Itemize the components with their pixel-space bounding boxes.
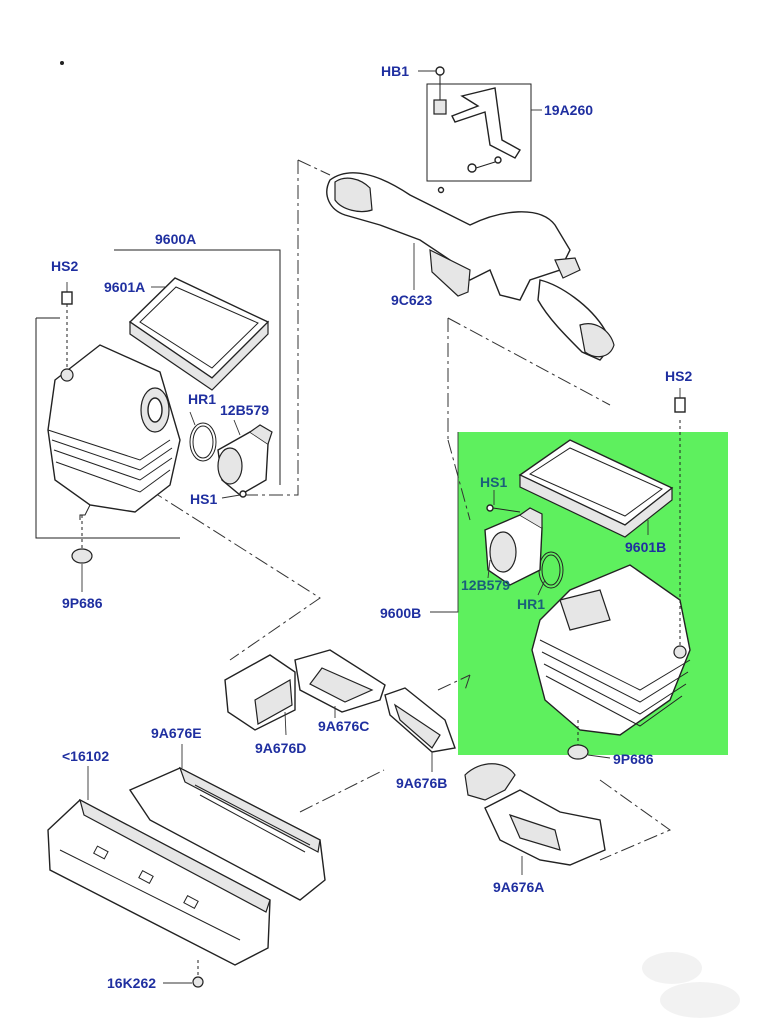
panel-16102 [47, 766, 271, 966]
duct-9a676b [384, 687, 516, 801]
air-cleaner-9600a-group [35, 249, 281, 592]
clip-16k262 [163, 960, 204, 988]
duct-9a676a [484, 789, 606, 875]
stray-dot [60, 61, 64, 65]
label-hs2-left: HS2 [51, 258, 79, 274]
label-9a676d: 9A676D [255, 740, 307, 756]
relation-line-2 [447, 317, 611, 521]
watermark-smudge [642, 952, 740, 1018]
relation-line-5 [299, 769, 672, 861]
label-9p686-left: 9P686 [62, 595, 103, 611]
deflector-9a676e [128, 744, 326, 901]
label-9a676c: 9A676C [318, 718, 370, 734]
label-12b579-right: 12B579 [461, 577, 511, 593]
label-12b579-left: 12B579 [220, 402, 270, 418]
label-9c623: 9C623 [391, 292, 433, 308]
label-16102: <16102 [62, 748, 110, 764]
relation-line-4 [437, 674, 471, 691]
label-hb1: HB1 [381, 63, 410, 79]
label-9600a: 9600A [155, 231, 197, 247]
label-9a676a: 9A676A [493, 879, 545, 895]
duct-9a676d [224, 654, 296, 736]
relation-line-1 [240, 159, 331, 496]
label-hs1-left: HS1 [190, 491, 218, 507]
label-16k262: 16K262 [107, 975, 157, 991]
label-hr1-left: HR1 [188, 391, 217, 407]
label-9601a: 9601A [104, 279, 146, 295]
relation-line-3 [149, 489, 321, 661]
label-hr1-right: HR1 [517, 596, 546, 612]
label-19a260: 19A260 [544, 102, 594, 118]
label-9601b: 9601B [625, 539, 667, 555]
air-duct-9c623 [326, 172, 615, 361]
label-9p686-right: 9P686 [613, 751, 654, 767]
bracket-19a260-group [418, 66, 542, 182]
label-9a676e: 9A676E [151, 725, 202, 741]
label-hs1-right: HS1 [480, 474, 508, 490]
duct-9a676c [294, 649, 386, 718]
label-hs2-right: HS2 [665, 368, 693, 384]
label-9a676b: 9A676B [396, 775, 448, 791]
air-cleaner-9600b-group [430, 388, 691, 760]
label-9600b: 9600B [380, 605, 422, 621]
